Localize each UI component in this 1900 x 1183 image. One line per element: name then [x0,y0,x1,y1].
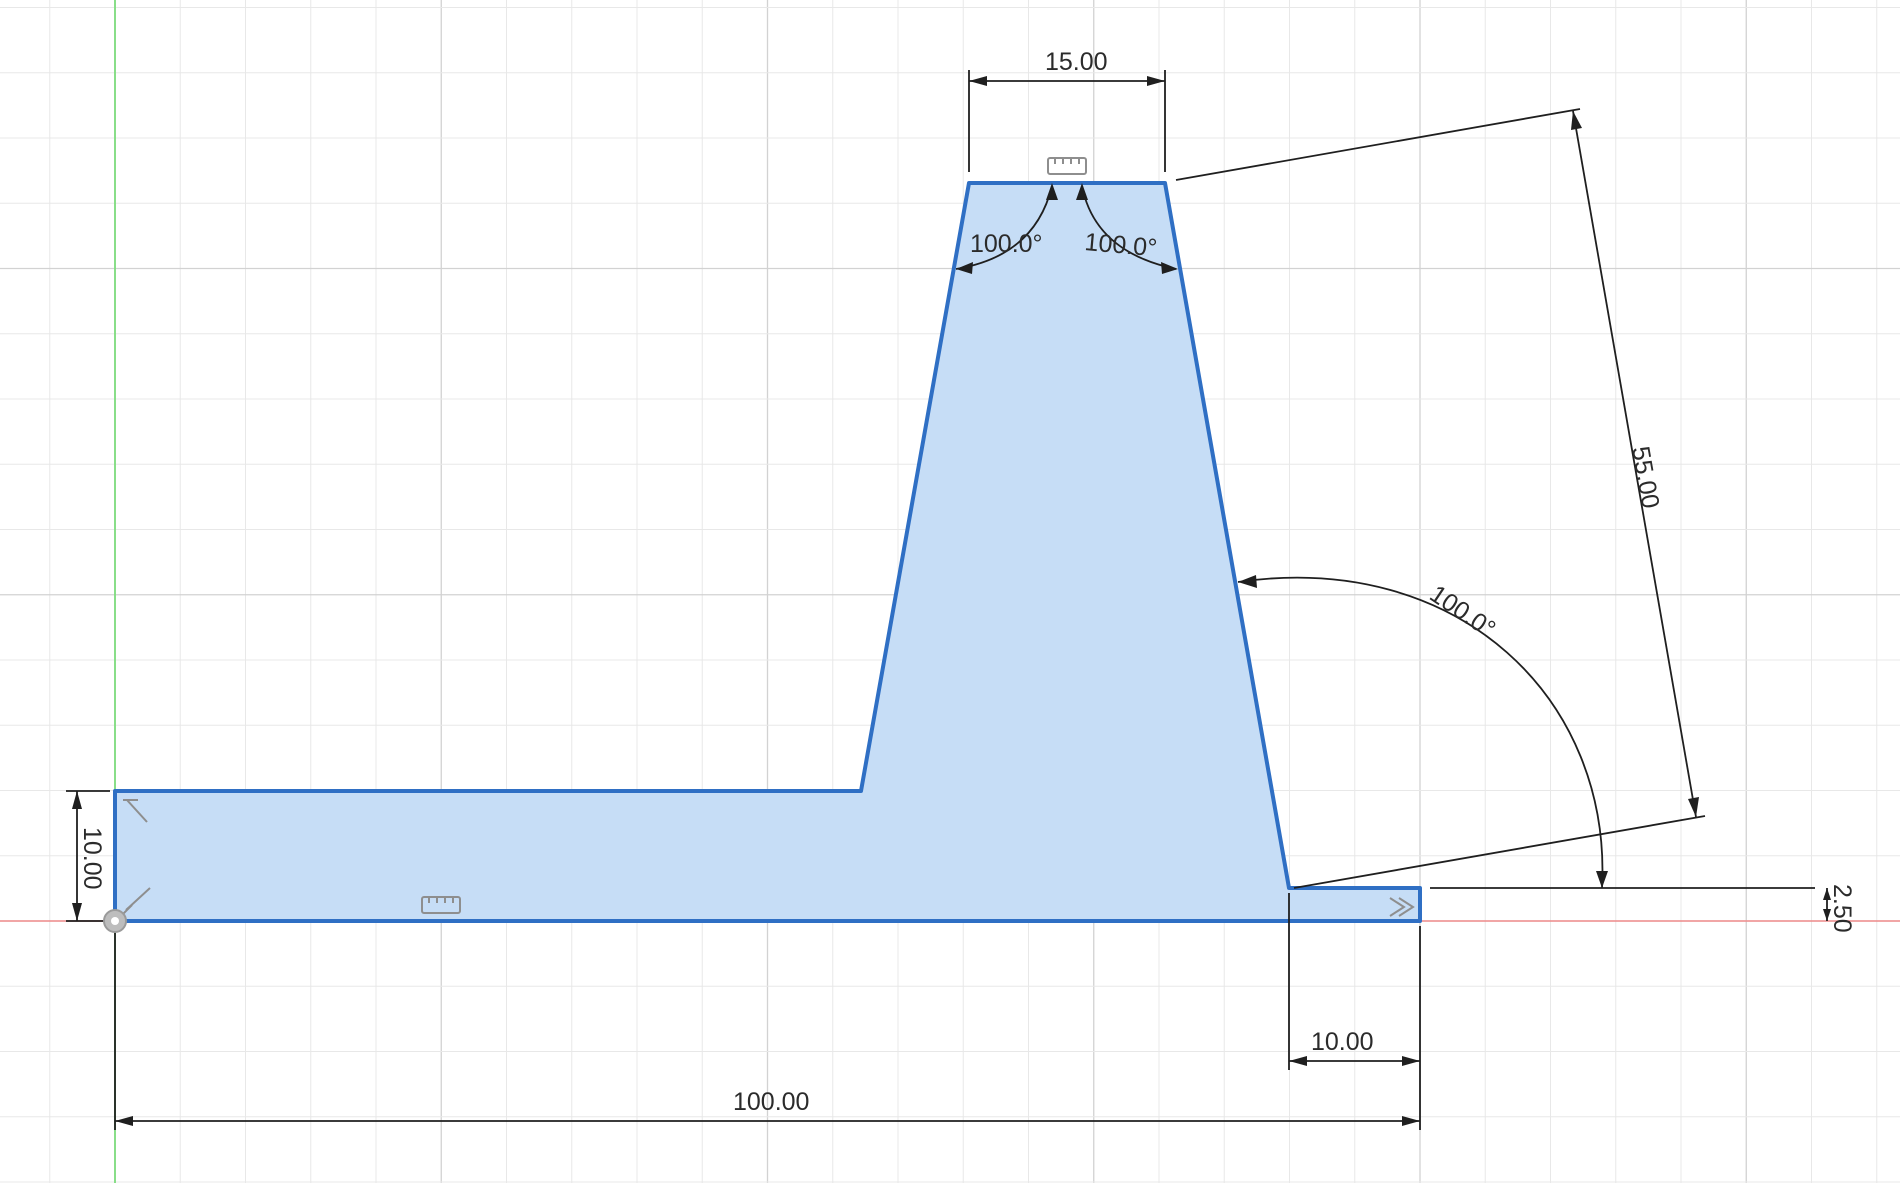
parallel-constraint-icon[interactable] [1389,897,1415,917]
dimension-step-width[interactable]: 10.00 [1288,893,1420,1070]
horizontal-constraint-icon[interactable] [1047,157,1087,175]
dimension-top-width[interactable]: 15.00 [968,48,1166,172]
coincident-constraint-icon[interactable] [122,887,151,915]
dimension-slanted-length-text: 55.00 [1626,444,1664,510]
horizontal-constraint-icon[interactable] [421,896,461,914]
origin-point-icon[interactable] [103,909,127,933]
angle-top-left[interactable]: 100.0° [955,183,1058,274]
angle-outer[interactable]: 100.0° [1237,575,1815,889]
angle-top-right[interactable]: 100.0° [1076,183,1178,274]
dimension-base-height[interactable]: 10.00 [66,790,110,922]
angle-top-left-text: 100.0° [970,230,1043,258]
dimension-step-height-text: 2.50 [1828,884,1856,933]
dimension-step-height[interactable]: 2.50 [1425,884,1900,933]
dimension-overall-length[interactable]: 100.00 [114,926,1421,1130]
dimension-overall-length-text: 100.00 [733,1088,809,1116]
angle-top-right-text: 100.0° [1083,228,1158,262]
dimension-step-width-text: 10.00 [1311,1028,1374,1056]
angle-outer-text: 100.0° [1425,580,1501,644]
sketch-profile[interactable] [113,181,1422,923]
dimension-base-height-text: 10.00 [78,827,106,890]
perpendicular-constraint-icon[interactable] [123,799,148,823]
dimension-top-width-text: 15.00 [1045,48,1108,76]
